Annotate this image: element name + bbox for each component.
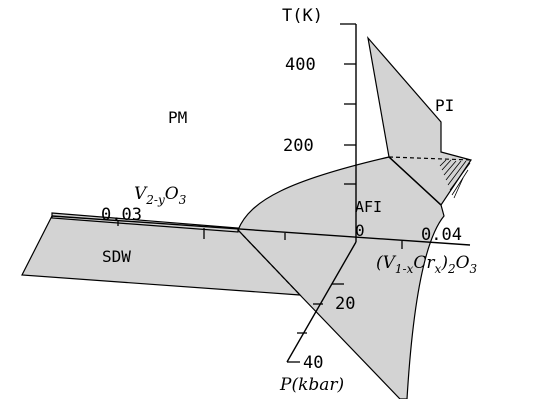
composition-tick-label-right: 0.04 (421, 225, 462, 245)
pressure-axis (286, 241, 357, 363)
sdw-label: SDW (102, 247, 131, 266)
pi-label: PI (435, 96, 454, 115)
sdw-dashed-boundary (237, 229, 301, 296)
pi-afi-boundary (388, 156, 442, 206)
pressure-tick-label: 20 (335, 294, 355, 314)
afi-region (237, 156, 445, 399)
pi-hatched-band (439, 159, 471, 199)
pressure-tick-label: 40 (303, 353, 323, 373)
temperature-tick-label: 200 (283, 136, 314, 156)
temperature-tick-label: 400 (285, 55, 316, 75)
afi-label: AFI (355, 198, 382, 216)
v2yo3-label: V2-yO3 (134, 184, 187, 207)
cr-composition-label: (V1-xCrx)2O3 (376, 253, 478, 276)
pm-label: PM (168, 108, 187, 127)
origin-label: 0 (355, 221, 365, 240)
composition-axis (51, 215, 471, 246)
composition-tick-label-left: 0.03 (101, 205, 142, 225)
temperature-axis-label: T(K) (282, 6, 323, 26)
pressure-axis-label: P(kbar) (279, 375, 344, 395)
